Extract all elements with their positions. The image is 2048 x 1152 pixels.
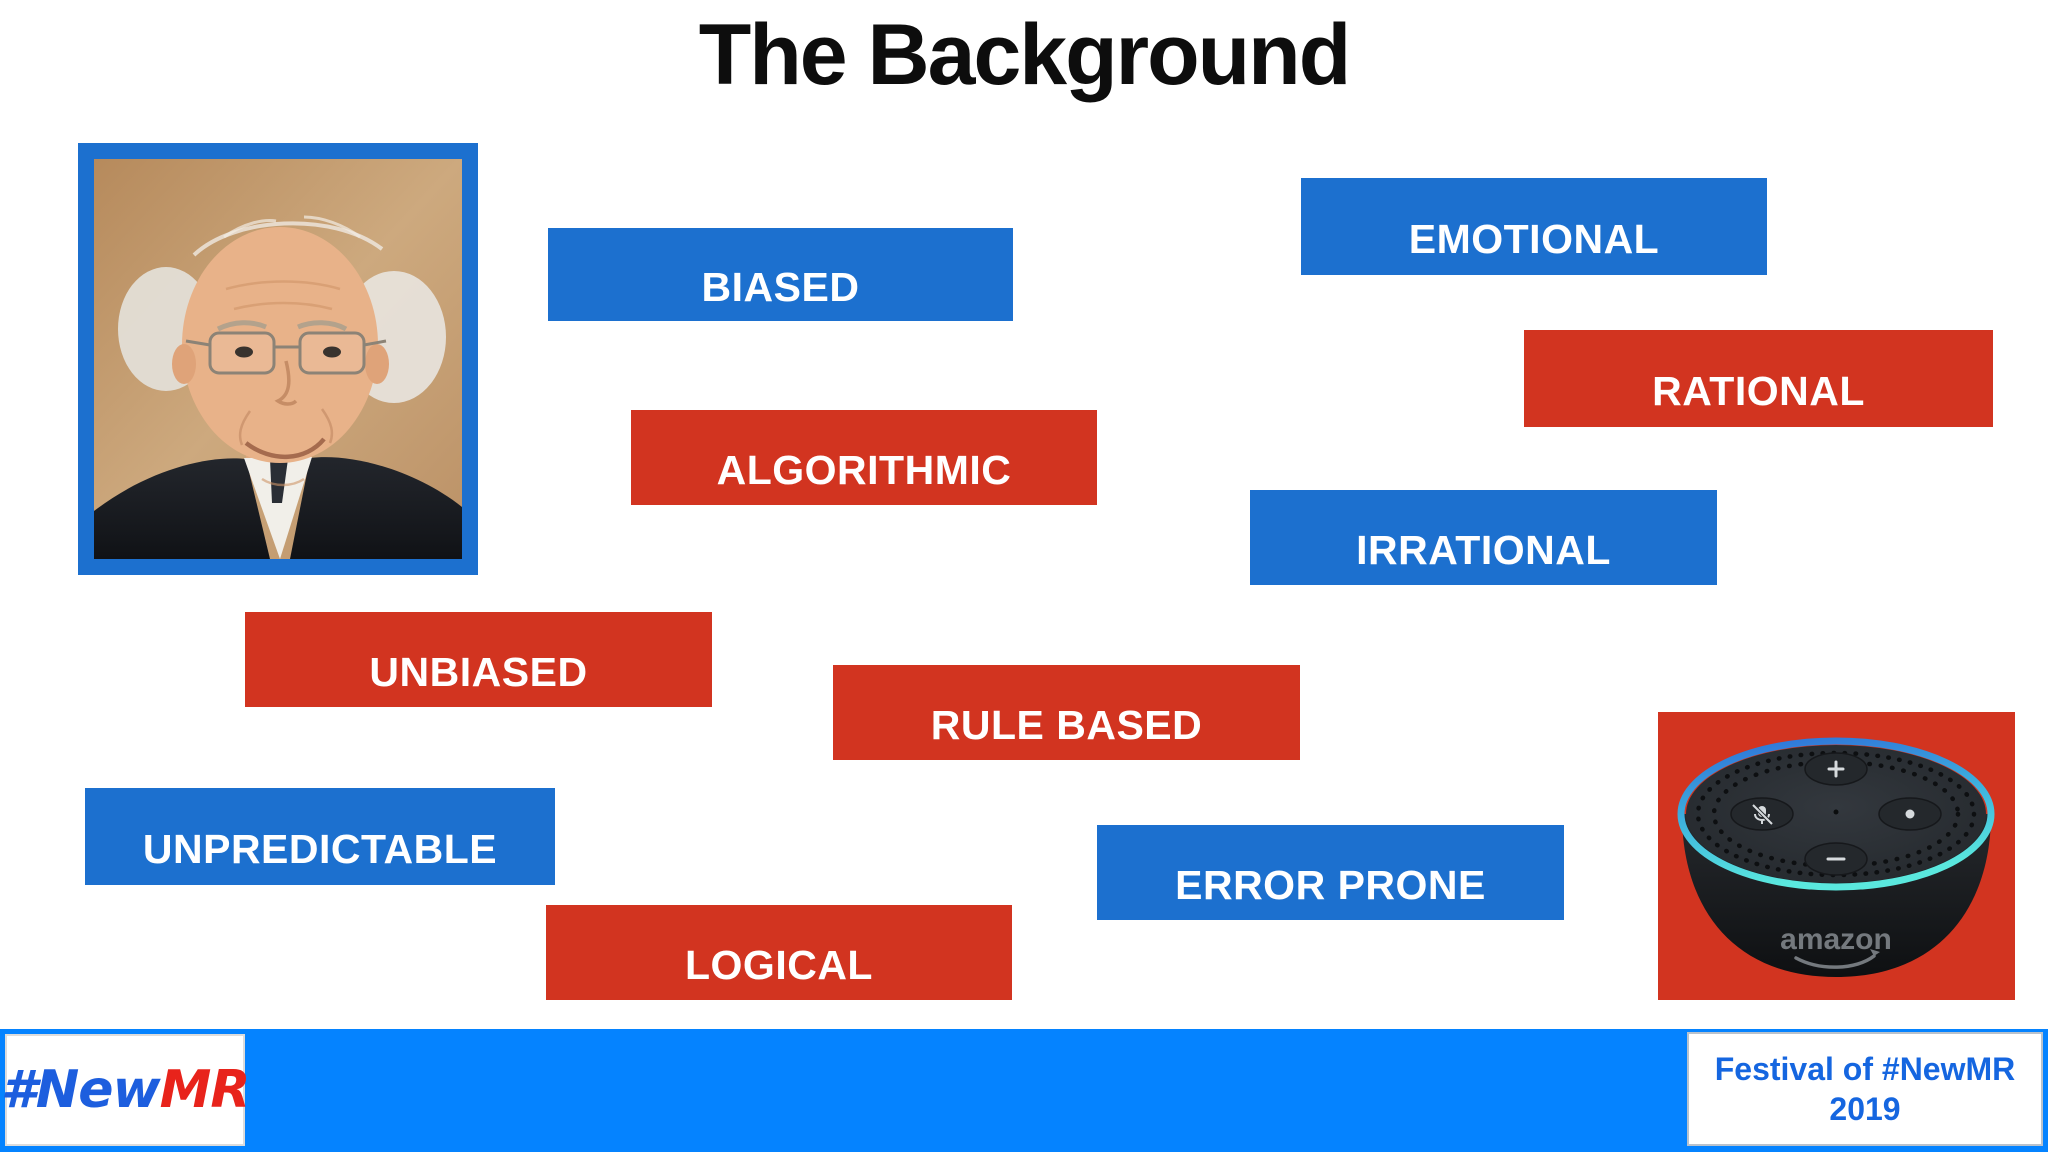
tag-algorithmic: ALGORITHMIC [631, 410, 1097, 505]
light-ring [1677, 737, 1995, 891]
tag-logical: LOGICAL [546, 905, 1012, 1000]
tag-unbiased: UNBIASED [245, 612, 712, 707]
suit-left [94, 458, 270, 559]
mouth [244, 437, 326, 459]
smile-lines [238, 408, 334, 446]
center-mic-hole [1833, 809, 1839, 815]
festival-badge: Festival of #NewMR 2019 [1687, 1032, 2043, 1146]
page-title: The Background [698, 7, 1352, 103]
logo-mr-part: MR [159, 1060, 251, 1120]
suit-right [290, 457, 462, 559]
mic-mute-icon [1751, 803, 1774, 826]
tag-error-prone: ERROR PRONE [1097, 825, 1564, 920]
tag-biased: BIASED [548, 228, 1013, 321]
tag-rational: RATIONAL [1524, 330, 1993, 427]
tag-unpredictable: UNPREDICTABLE [85, 788, 555, 885]
forehead-lines [225, 280, 341, 311]
hair-wisps-2 [223, 215, 361, 239]
echo-dot-image: amazon [1658, 712, 2015, 1000]
eyebrow-right [297, 320, 348, 332]
eye-right [323, 346, 341, 358]
echo-dot-photo: amazon [1658, 712, 2015, 1000]
hair-wisps [192, 221, 384, 257]
tag-irrational: IRRATIONAL [1250, 490, 1717, 585]
ear-left [172, 344, 196, 384]
eye-left [235, 346, 253, 358]
newmr-logo-box: #NewMR [1, 1034, 250, 1146]
festival-line1: Festival of #NewMR [1714, 1051, 2016, 1087]
festival-line2: 2019 [1829, 1091, 1901, 1127]
newmr-logo-text: #NewMR [0, 1060, 251, 1120]
glasses-temples [185, 339, 387, 347]
kahneman-photo-frame [78, 143, 478, 575]
ear-right [365, 344, 389, 384]
tag-emotional: EMOTIONAL [1301, 178, 1767, 275]
nose [274, 360, 298, 406]
tag-rule-based: RULE BASED [833, 665, 1300, 760]
kahneman-portrait-image [94, 159, 462, 559]
eyebrow-left [216, 320, 267, 332]
amazon-smile-arrow-icon [1794, 954, 1876, 969]
chin-line [261, 477, 305, 487]
logo-new-part: #New [0, 1060, 161, 1120]
tie [270, 459, 288, 503]
plus-icon [1827, 760, 1845, 778]
amazon-smile-arrowhead [1870, 949, 1880, 956]
action-dot-icon [1905, 809, 1915, 819]
